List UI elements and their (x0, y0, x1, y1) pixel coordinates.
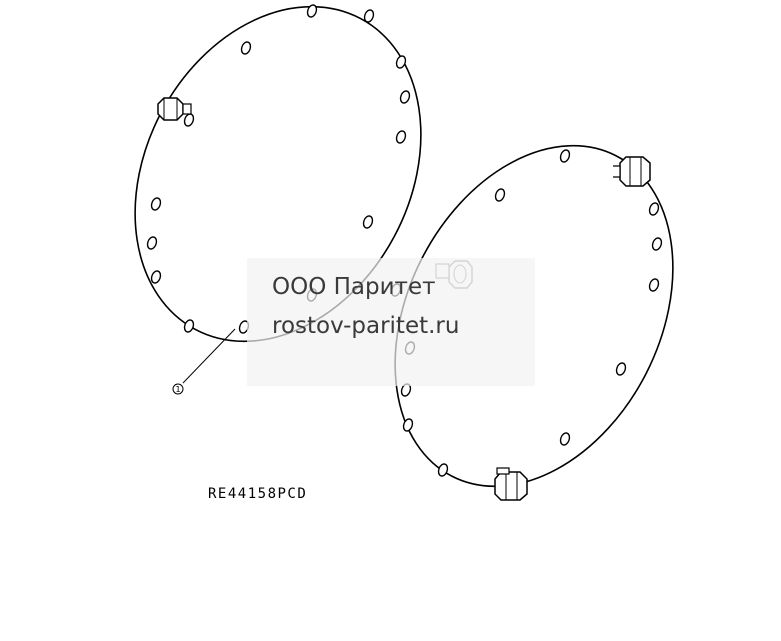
bolt-hole (183, 319, 195, 333)
bolt-right-top (613, 156, 651, 187)
watermark-website: rostov-paritet.ru (272, 313, 459, 339)
bolt-left-upper (157, 97, 192, 121)
watermark-backdrop (247, 258, 535, 386)
bolt-hole (362, 215, 374, 229)
bolt-hole (306, 4, 318, 18)
watermark: ООО Паритет rostov-paritet.ru (247, 258, 535, 386)
bolt-hole (437, 463, 449, 477)
part-number-label: RE44158PCD (208, 486, 307, 502)
bolt-hole (395, 130, 407, 144)
bolt-hole (150, 197, 162, 211)
bolt-hole (559, 149, 571, 163)
bolt-hole (183, 113, 195, 127)
bolt-hole (395, 55, 407, 69)
bolt-hole (240, 41, 252, 55)
bolt-holes (146, 4, 663, 477)
bolt-hole (494, 188, 506, 202)
callout-number: 1 (175, 385, 180, 394)
bolt-hole (648, 278, 660, 292)
bolt-right-bottom (494, 467, 528, 501)
callout-bubble (172, 383, 184, 395)
callout-leader-line (182, 328, 236, 384)
bolt-hole (150, 270, 162, 284)
bolt-hole (399, 90, 411, 104)
bolt-hole (651, 237, 663, 251)
callout-1: 1 (172, 328, 236, 395)
bolt-hole (648, 202, 660, 216)
watermark-company: ООО Паритет (272, 274, 436, 300)
bolt-hole (402, 418, 414, 432)
bolt-hole (363, 9, 375, 23)
bolt-hole (146, 236, 158, 250)
bolt-hole (559, 432, 571, 446)
bolt-hole (615, 362, 627, 376)
